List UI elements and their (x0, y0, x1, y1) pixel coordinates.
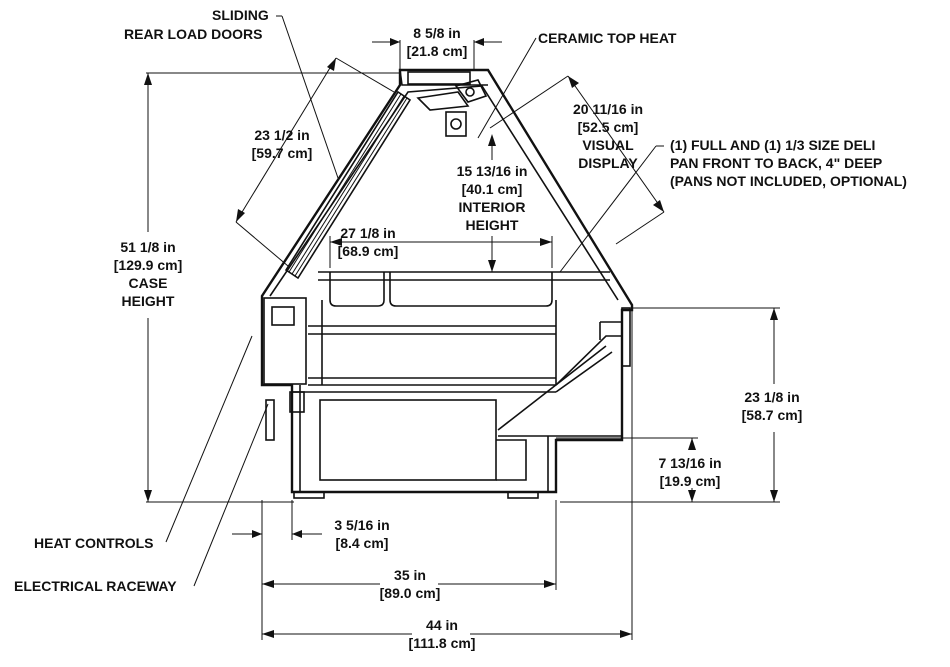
body-depth-in: 35 in (394, 567, 426, 583)
rear-load-doors-label: REAR LOAD DOORS (124, 26, 262, 42)
dimension-labels: 8 5/8 in [21.8 cm] 23 1/2 in [59.7 cm] 2… (114, 25, 803, 651)
deli-pan-line3: (PANS NOT INCLUDED, OPTIONAL) (670, 173, 907, 189)
case-outline (260, 68, 634, 499)
raceway-depth-cm: [8.4 cm] (336, 535, 389, 551)
visual-display-cm: [52.5 cm] (578, 119, 639, 135)
overall-depth-cm: [111.8 cm] (409, 635, 476, 651)
sliding-label: SLIDING (212, 7, 269, 23)
interior-height-name2: HEIGHT (466, 217, 519, 233)
heat-controls-label: HEAT CONTROLS (34, 535, 154, 551)
case-height-in: 51 1/8 in (120, 239, 175, 255)
top-width-in: 8 5/8 in (413, 25, 460, 41)
leader-lines (165, 15, 664, 587)
door-length-in: 23 1/2 in (254, 127, 309, 143)
base-height-cm: [19.9 cm] (660, 473, 721, 489)
door-length-cm: [59.7 cm] (252, 145, 313, 161)
interior-height-cm: [40.1 cm] (462, 181, 523, 197)
dimension-lines (144, 38, 780, 640)
callout-labels: SLIDING REAR LOAD DOORS CERAMIC TOP HEAT… (14, 7, 907, 594)
case-height-cm: [129.9 cm] (114, 257, 182, 273)
case-height-name1: CASE (129, 275, 168, 291)
interior-height-in: 15 13/16 in (457, 163, 528, 179)
deli-pan-line1: (1) FULL AND (1) 1/3 SIZE DELI (670, 137, 875, 153)
pan-width-in: 27 1/8 in (340, 225, 395, 241)
deli-pan-line2: PAN FRONT TO BACK, 4" DEEP (670, 155, 882, 171)
counter-height-cm: [58.7 cm] (742, 407, 803, 423)
electrical-raceway-label: ELECTRICAL RACEWAY (14, 578, 177, 594)
case-height-name2: HEIGHT (122, 293, 175, 309)
counter-height-in: 23 1/8 in (744, 389, 799, 405)
interior-height-name1: INTERIOR (459, 199, 526, 215)
top-width-cm: [21.8 cm] (407, 43, 468, 59)
visual-display-name2: DISPLAY (578, 155, 638, 171)
raceway-depth-in: 3 5/16 in (334, 517, 389, 533)
base-height-in: 7 13/16 in (658, 455, 721, 471)
visual-display-in: 20 11/16 in (573, 101, 643, 117)
ceramic-heater-assembly (399, 69, 488, 137)
ceramic-top-heat-label: CERAMIC TOP HEAT (538, 30, 677, 46)
overall-depth-in: 44 in (426, 617, 458, 633)
sliding-rear-door (284, 90, 412, 280)
visual-display-name1: VISUAL (582, 137, 634, 153)
body-depth-cm: [89.0 cm] (380, 585, 441, 601)
pan-width-cm: [68.9 cm] (338, 243, 399, 259)
